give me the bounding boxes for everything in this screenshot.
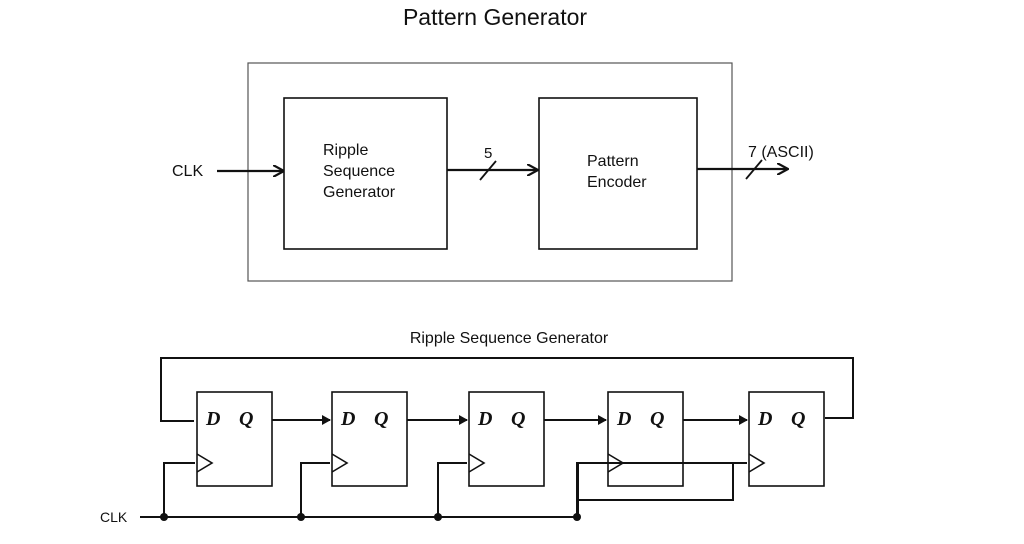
d-flip-flop-2 bbox=[331, 391, 408, 487]
flip-flop-1-clock-input-icon bbox=[196, 453, 214, 473]
clock-wire-ff2 bbox=[300, 462, 330, 517]
d-flip-flop-5 bbox=[748, 391, 825, 487]
encoder-block-label-line-1: Pattern bbox=[587, 153, 639, 170]
flip-flop-3-q-pin: Q bbox=[511, 408, 525, 430]
five-bit-bus-slash bbox=[479, 160, 497, 181]
clock-wire-ff4 bbox=[576, 462, 606, 517]
flip-flop-5-q-pin: Q bbox=[791, 408, 805, 430]
flip-flop-2-d-pin: D bbox=[340, 408, 355, 430]
flip-flop-5-clock-input-icon bbox=[748, 453, 766, 473]
ascii-output-bus-slash bbox=[745, 159, 763, 180]
flip-flop-1-d-pin: D bbox=[205, 408, 220, 430]
clock-bus-label: CLK bbox=[100, 509, 128, 525]
d-flip-flop-1 bbox=[196, 391, 273, 487]
flip-flop-3-d-pin: D bbox=[477, 408, 492, 430]
clock-junction-dot-2 bbox=[297, 513, 305, 521]
clk-input-label: CLK bbox=[172, 163, 203, 180]
clock-junction-dot-4 bbox=[573, 513, 581, 521]
flip-flop-5-d-pin: D bbox=[757, 408, 772, 430]
clock-junction-dot-3 bbox=[434, 513, 442, 521]
feedback-wire bbox=[160, 357, 854, 422]
d-flip-flop-4 bbox=[607, 391, 684, 487]
flip-flop-1-q-pin: Q bbox=[239, 408, 253, 430]
ripple-sequence-generator-block bbox=[283, 97, 448, 250]
flip-flop-4-q-pin: Q bbox=[650, 408, 664, 430]
flip-flop-3-clock-input-icon bbox=[468, 453, 486, 473]
ripple-block-label-line-1: Ripple bbox=[323, 142, 368, 159]
flip-flop-2-q-pin: Q bbox=[374, 408, 388, 430]
pattern-generator-title: Pattern Generator bbox=[403, 4, 587, 30]
encoder-block-label-line-2: Encoder bbox=[587, 174, 647, 191]
d-flip-flop-3 bbox=[468, 391, 545, 487]
clock-wire-ff3 bbox=[437, 462, 467, 517]
ripple-sequence-generator-title: Ripple Sequence Generator bbox=[410, 330, 609, 347]
ripple-block-label-line-2: Sequence bbox=[323, 163, 395, 180]
clock-wire-ff1 bbox=[163, 462, 195, 517]
ripple-block-label-line-3: Generator bbox=[323, 184, 396, 201]
flip-flop-2-clock-input-icon bbox=[331, 453, 349, 473]
clock-wire-ff5-route bbox=[578, 462, 747, 501]
clock-junction-dot-1 bbox=[160, 513, 168, 521]
five-bit-bus-width-label: 5 bbox=[484, 145, 492, 162]
flip-flop-4-d-pin: D bbox=[616, 408, 631, 430]
ascii-output-bus-label: 7 (ASCII) bbox=[748, 144, 814, 161]
pattern-encoder-block bbox=[538, 97, 698, 250]
